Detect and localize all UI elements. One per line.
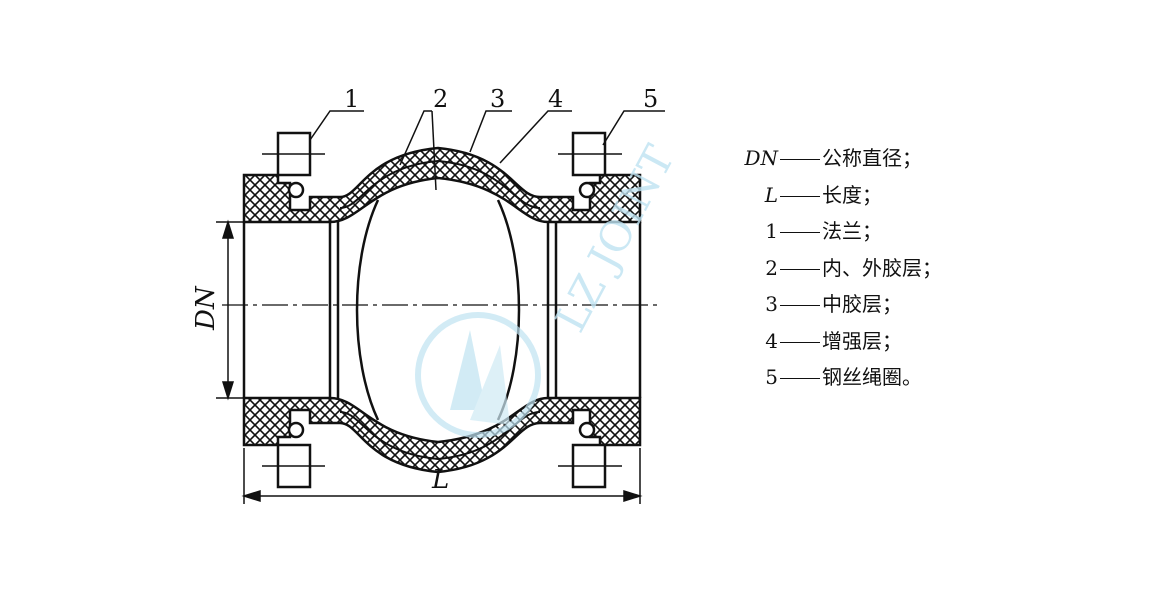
legend-text: 长度； <box>822 182 882 207</box>
legend-symbol: 2 <box>765 255 778 280</box>
lower-rubber-wall <box>242 396 642 474</box>
legend-symbol: 5 <box>765 365 778 389</box>
bore-outline <box>242 199 642 421</box>
legend-dash <box>780 232 820 233</box>
legend-item-4: 4 增强层； <box>738 323 1038 360</box>
watermark-text: LZ JOINT <box>546 137 685 339</box>
legend-text: 法兰； <box>822 219 882 243</box>
legend-item-1: 1 法兰； <box>738 213 1038 250</box>
legend-text: 内、外胶层； <box>822 255 942 280</box>
l-dimension <box>241 448 643 504</box>
callout-4: 4 <box>548 85 563 113</box>
legend-symbol: L <box>764 182 778 207</box>
legend-item-5: 5 钢丝绳圈。 <box>738 359 1038 396</box>
l-label: L <box>431 465 449 495</box>
legend: DN 公称直径； L 长度； 1 法兰； 2 内、外胶层； 3 中胶层； 4 增强层； 5 钢… <box>738 140 1038 396</box>
legend-text: 公称直径； <box>822 146 922 170</box>
dn-label: DN <box>191 285 221 331</box>
upper-rubber-wall <box>242 146 642 224</box>
legend-dash <box>780 378 820 379</box>
dn-dimension <box>216 219 244 401</box>
watermark-logo-icon <box>415 312 541 438</box>
legend-symbol: 4 <box>765 328 778 353</box>
callout-1: 1 <box>344 85 359 113</box>
callout-2: 2 <box>433 85 448 113</box>
legend-dash <box>780 195 820 197</box>
legend-item-l: L 长度； <box>738 177 1038 214</box>
bolt-centerlines <box>262 153 622 467</box>
callout-5: 5 <box>643 85 658 113</box>
legend-item-3: 3 中胶层； <box>738 286 1038 323</box>
wire-rope-rings <box>287 181 596 439</box>
legend-symbol: DN <box>744 146 778 170</box>
legend-symbol: 3 <box>765 292 778 316</box>
legend-dash <box>780 341 820 343</box>
callout-3: 3 <box>490 85 505 113</box>
legend-item-2: 2 内、外胶层； <box>738 250 1038 287</box>
legend-text: 钢丝绳圈。 <box>822 365 922 389</box>
legend-text: 中胶层； <box>822 292 902 316</box>
legend-item-dn: DN 公称直径； <box>738 140 1038 177</box>
middle-layer-upper <box>339 159 541 209</box>
leader-lines <box>309 110 665 191</box>
legend-dash <box>780 268 820 270</box>
legend-dash <box>780 159 820 160</box>
legend-text: 增强层； <box>822 328 902 353</box>
legend-dash <box>780 305 820 306</box>
legend-symbol: 1 <box>765 219 778 243</box>
